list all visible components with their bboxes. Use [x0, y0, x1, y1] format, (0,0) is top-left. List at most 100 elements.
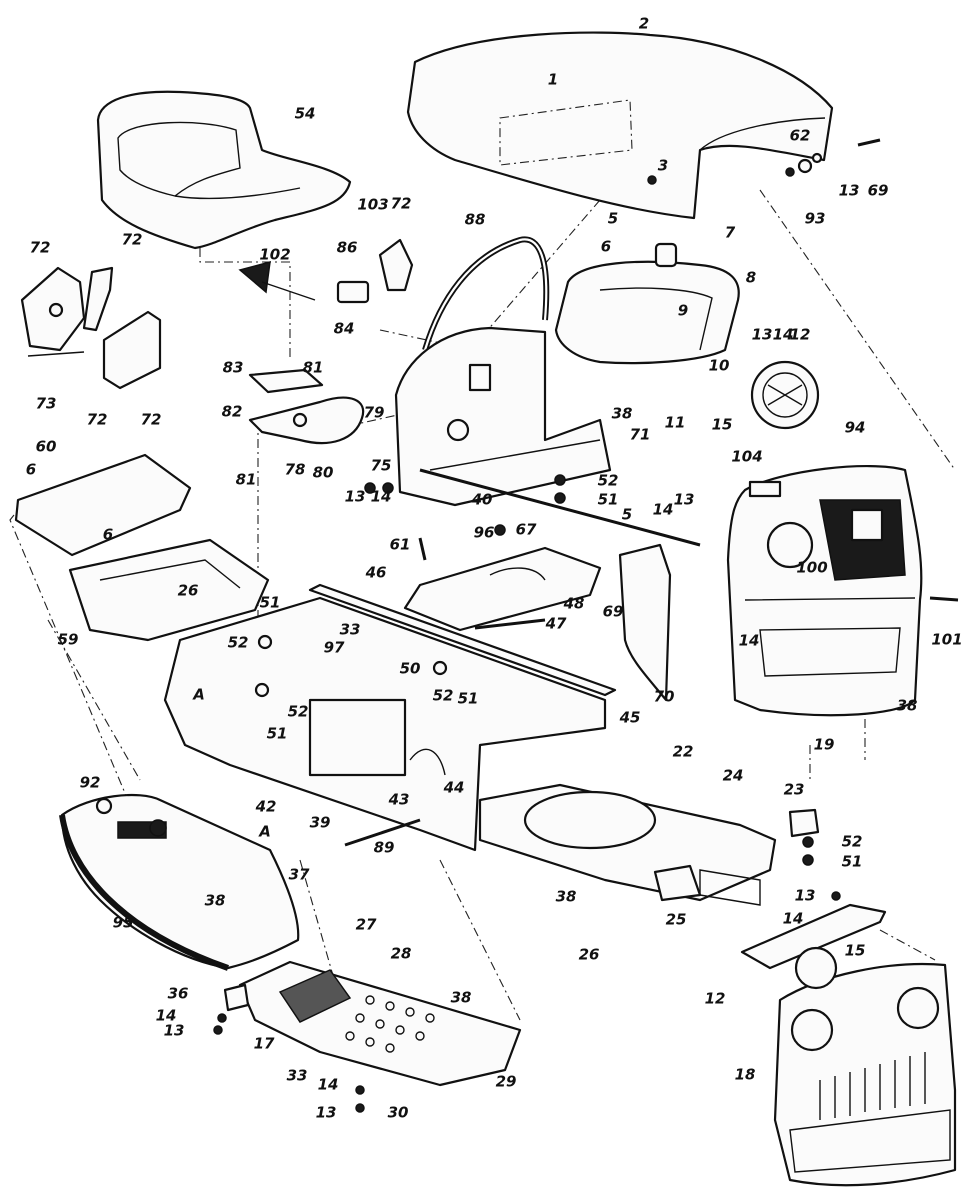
- part-callout: 28: [391, 945, 412, 963]
- part-callout: A: [192, 686, 205, 704]
- fender-part: [59, 793, 300, 971]
- hood-part: [406, 31, 834, 220]
- part-callout: 39: [310, 814, 331, 832]
- part-callout: 13: [752, 326, 773, 344]
- frame-brackets: [653, 808, 820, 902]
- part-callout: 27: [356, 916, 377, 934]
- part-callout: 6: [103, 526, 113, 544]
- part-callout: 18: [735, 1066, 756, 1084]
- part-callout: 100: [796, 559, 827, 577]
- part-callout: 14: [156, 1007, 177, 1025]
- seat-plate-part: [403, 546, 602, 632]
- part-callout: 12: [790, 326, 811, 344]
- part-callout: 60: [36, 438, 57, 456]
- part-callout: 88: [465, 211, 486, 229]
- ignition-controls: [238, 238, 414, 304]
- part-callout: 13: [795, 887, 816, 905]
- part-callout: 29: [496, 1073, 517, 1091]
- part-callout: 52: [288, 703, 309, 721]
- part-callout: 102: [259, 246, 290, 264]
- part-callout: 26: [579, 946, 600, 964]
- part-callout: 26: [178, 582, 199, 600]
- lower-headlight-part: [740, 903, 887, 990]
- hardware-fasteners: [213, 138, 959, 1113]
- part-callout: 22: [673, 743, 694, 761]
- part-callout: 72: [87, 411, 108, 429]
- part-callout: 45: [619, 709, 641, 727]
- part-callout: 14: [783, 910, 804, 928]
- part-callout: 44: [443, 779, 465, 797]
- rod-part: [419, 468, 701, 547]
- part-callout: 86: [337, 239, 358, 257]
- part-callout: 38: [556, 888, 577, 906]
- part-callout: 81: [236, 471, 257, 489]
- part-callout: 80: [313, 464, 334, 482]
- panel-trim-part: [422, 236, 550, 351]
- part-callout: 72: [141, 411, 162, 429]
- part-callout: 25: [666, 911, 687, 929]
- main-frame-part: [163, 583, 777, 906]
- part-callout: 17: [254, 1035, 275, 1053]
- part-callout: 72: [30, 239, 51, 257]
- side-bracket-part: [618, 543, 672, 702]
- fuel-tank-part: [554, 242, 740, 365]
- part-callout: 75: [371, 457, 392, 475]
- part-callout: 15: [845, 942, 866, 960]
- battery-box-part: [14, 453, 270, 642]
- battery-holddown-part: [248, 368, 365, 445]
- part-callout: 51: [842, 853, 863, 871]
- part-callout: 48: [563, 595, 585, 613]
- part-callout: 46: [365, 564, 387, 582]
- part-callout: 30: [388, 1104, 409, 1122]
- part-callout: 67: [516, 521, 537, 539]
- part-callout: 5: [622, 506, 632, 524]
- part-callout: 52: [842, 833, 863, 851]
- part-callout: 51: [260, 594, 281, 612]
- part-callout: 12: [705, 990, 726, 1008]
- part-callout: 92: [80, 774, 101, 792]
- part-callout: 23: [784, 781, 805, 799]
- part-callout: 2: [639, 15, 649, 33]
- part-callout: 14: [371, 488, 392, 506]
- part-callout: 50: [400, 660, 421, 678]
- part-callout: 52: [228, 634, 249, 652]
- part-callout: 52: [598, 472, 619, 490]
- front-housing-part: [726, 465, 923, 717]
- part-callout: 13: [674, 491, 695, 509]
- part-callout: 84: [334, 320, 355, 338]
- part-callout: 10: [709, 357, 730, 375]
- part-callout: 72: [122, 231, 143, 249]
- part-callout: 15: [712, 416, 733, 434]
- part-callout: 94: [845, 419, 866, 437]
- part-callout: 103: [357, 196, 388, 214]
- part-callout: 82: [222, 403, 243, 421]
- part-callout: 33: [287, 1067, 308, 1085]
- part-callout: 95: [113, 914, 134, 932]
- part-callout: 14: [773, 326, 794, 344]
- part-callout: 70: [654, 688, 675, 706]
- part-callout: 81: [303, 359, 324, 377]
- part-callout: 6: [26, 461, 36, 479]
- part-callout: 13: [164, 1022, 185, 1040]
- part-callout: 61: [390, 536, 411, 554]
- part-callout: 14: [653, 501, 674, 519]
- part-callout: 89: [374, 839, 395, 857]
- part-callout: 43: [388, 791, 410, 809]
- part-callout: 1: [548, 71, 558, 89]
- part-callout: 3: [658, 157, 668, 175]
- part-callout: 13: [839, 182, 860, 200]
- part-callout: 19: [814, 736, 835, 754]
- part-callout: 79: [364, 404, 385, 422]
- seat-part: [96, 90, 352, 250]
- headlight-part: [750, 360, 820, 430]
- part-callout: 51: [267, 725, 288, 743]
- part-callout: 13: [345, 488, 366, 506]
- part-callout: 8: [746, 269, 756, 287]
- part-callout: 73: [36, 395, 57, 413]
- part-callout: 59: [58, 631, 79, 649]
- part-callout: 13: [316, 1104, 337, 1122]
- part-callout: 71: [630, 426, 651, 444]
